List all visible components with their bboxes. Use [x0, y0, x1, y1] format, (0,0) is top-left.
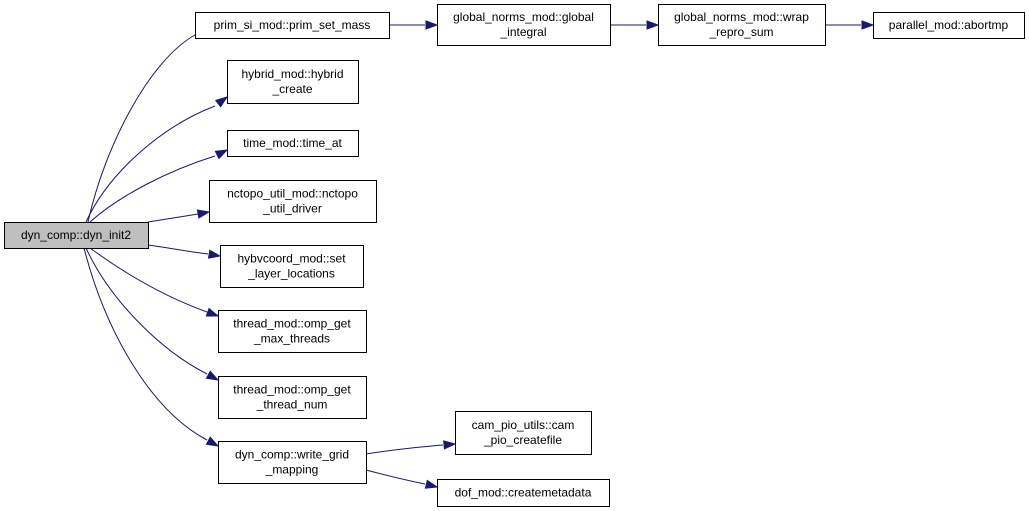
edge-dyn_init2-to-omp_get_max_threads [89, 247, 220, 317]
node-box[interactable] [437, 4, 611, 46]
node-label: global_norms_mod::wrap [674, 10, 809, 24]
edge-write_grid_mapping-to-cam_pio_createfile [365, 440, 457, 455]
node-box[interactable] [227, 130, 359, 157]
node-box[interactable] [437, 479, 610, 507]
edge-dyn_init2-to-set_layer_locations [147, 244, 222, 259]
node-label: thread_mod::omp_get [233, 317, 351, 331]
edge-line [85, 105, 216, 223]
edge-write_grid_mapping-to-createmetadata [365, 469, 439, 489]
node-label: _create [271, 82, 312, 96]
edge-dyn_init2-to-hybrid_create [85, 96, 229, 223]
node-label: _layer_locations [247, 267, 335, 281]
arrowhead-icon [196, 209, 211, 219]
edge-dyn_init2-to-write_grid_mapping [83, 247, 220, 447]
node-label: prim_si_mod::prim_set_mass [214, 18, 371, 32]
arrowhead-icon [424, 479, 439, 489]
arrowhead-icon [646, 20, 660, 30]
node-omp-get-max-threads[interactable]: thread_mod::omp_get_max_threads [218, 310, 367, 353]
arrowhead-icon [205, 370, 220, 381]
node-wrap-repro-sum[interactable]: global_norms_mod::wrap_repro_sum [658, 4, 826, 46]
node-label: hybvcoord_mod::set [237, 252, 346, 266]
edge-line [365, 469, 426, 485]
node-label: _mapping [265, 463, 319, 477]
node-box[interactable] [227, 60, 359, 104]
node-prim-set-mass[interactable]: prim_si_mod::prim_set_mass [195, 12, 390, 39]
node-label: parallel_mod::abortmp [889, 18, 1009, 32]
arrowhead-icon [205, 307, 220, 317]
node-time-at[interactable]: time_mod::time_at [227, 130, 359, 157]
node-box[interactable] [873, 12, 1025, 39]
node-box[interactable] [220, 245, 364, 288]
node-label: _integral [499, 25, 546, 39]
arrowhead-icon [861, 20, 875, 30]
edge-prim_set_mass-to-global_integral [389, 20, 439, 30]
node-label: _thread_num [256, 398, 328, 412]
arrowhead-icon [443, 440, 457, 450]
edge-dyn_init2-to-time_at [89, 149, 229, 223]
node-box[interactable] [4, 222, 149, 249]
edge-dyn_init2-to-omp_get_thread_num [85, 247, 220, 381]
node-label: _pio_createfile [483, 433, 562, 447]
edge-line [147, 213, 199, 223]
arrowhead-icon [214, 96, 229, 108]
edge-line [89, 247, 208, 313]
nodes-layer: dyn_comp::dyn_init2 prim_si_mod::prim_set… [4, 4, 1025, 507]
node-box[interactable] [455, 411, 592, 455]
node-box[interactable] [218, 441, 367, 484]
node-label: global_norms_mod::global [453, 10, 594, 24]
node-label: hybrid_mod::hybrid [241, 67, 343, 81]
node-label: dyn_comp::dyn_init2 [21, 228, 131, 242]
edge-line [147, 244, 209, 255]
node-label: _repro_sum [708, 25, 773, 39]
node-label: _max_threads [253, 332, 330, 346]
edge-line [83, 247, 208, 441]
node-dyn-init2[interactable]: dyn_comp::dyn_init2 [4, 222, 149, 249]
node-box[interactable] [195, 12, 390, 39]
edge-line [87, 34, 196, 223]
edge-line [89, 155, 216, 223]
node-set-layer-locations[interactable]: hybvcoord_mod::set_layer_locations [220, 245, 364, 288]
edge-dyn_init2-to-prim_set_mass [87, 26, 209, 223]
edge-wrap_repro_sum-to-abortmp [825, 20, 875, 30]
node-label: thread_mod::omp_get [233, 383, 351, 397]
node-cam-pio-createfile[interactable]: cam_pio_utils::cam_pio_createfile [455, 411, 592, 455]
arrowhead-icon [207, 249, 222, 259]
node-box[interactable] [218, 310, 367, 353]
edge-dyn_init2-to-nctopo_util_driver [147, 209, 211, 223]
node-label: cam_pio_utils::cam [472, 418, 575, 432]
edge-line [365, 444, 444, 455]
node-box[interactable] [658, 4, 826, 46]
node-label: dyn_comp::write_grid [235, 448, 349, 462]
edge-line [85, 247, 208, 375]
node-global-integral[interactable]: global_norms_mod::global_integral [437, 4, 611, 46]
node-write-grid-mapping[interactable]: dyn_comp::write_grid_mapping [218, 441, 367, 484]
node-box[interactable] [209, 180, 377, 223]
node-abortmp[interactable]: parallel_mod::abortmp [873, 12, 1025, 39]
node-label: dof_mod::createmetadata [455, 486, 592, 500]
node-hybrid-create[interactable]: hybrid_mod::hybrid_create [227, 60, 359, 104]
node-label: time_mod::time_at [243, 136, 342, 150]
edges-layer [83, 20, 875, 489]
edge-global_integral-to-wrap_repro_sum [610, 20, 660, 30]
arrowhead-icon [205, 436, 220, 447]
node-createmetadata[interactable]: dof_mod::createmetadata [437, 479, 610, 507]
node-box[interactable] [218, 376, 367, 419]
arrowhead-icon [425, 20, 439, 30]
node-label: nctopo_util_mod::nctopo [227, 187, 358, 201]
node-nctopo-util-driver[interactable]: nctopo_util_mod::nctopo_util_driver [209, 180, 377, 223]
node-label: _util_driver [262, 202, 322, 216]
arrowhead-icon [214, 149, 229, 160]
node-omp-get-thread-num[interactable]: thread_mod::omp_get_thread_num [218, 376, 367, 419]
